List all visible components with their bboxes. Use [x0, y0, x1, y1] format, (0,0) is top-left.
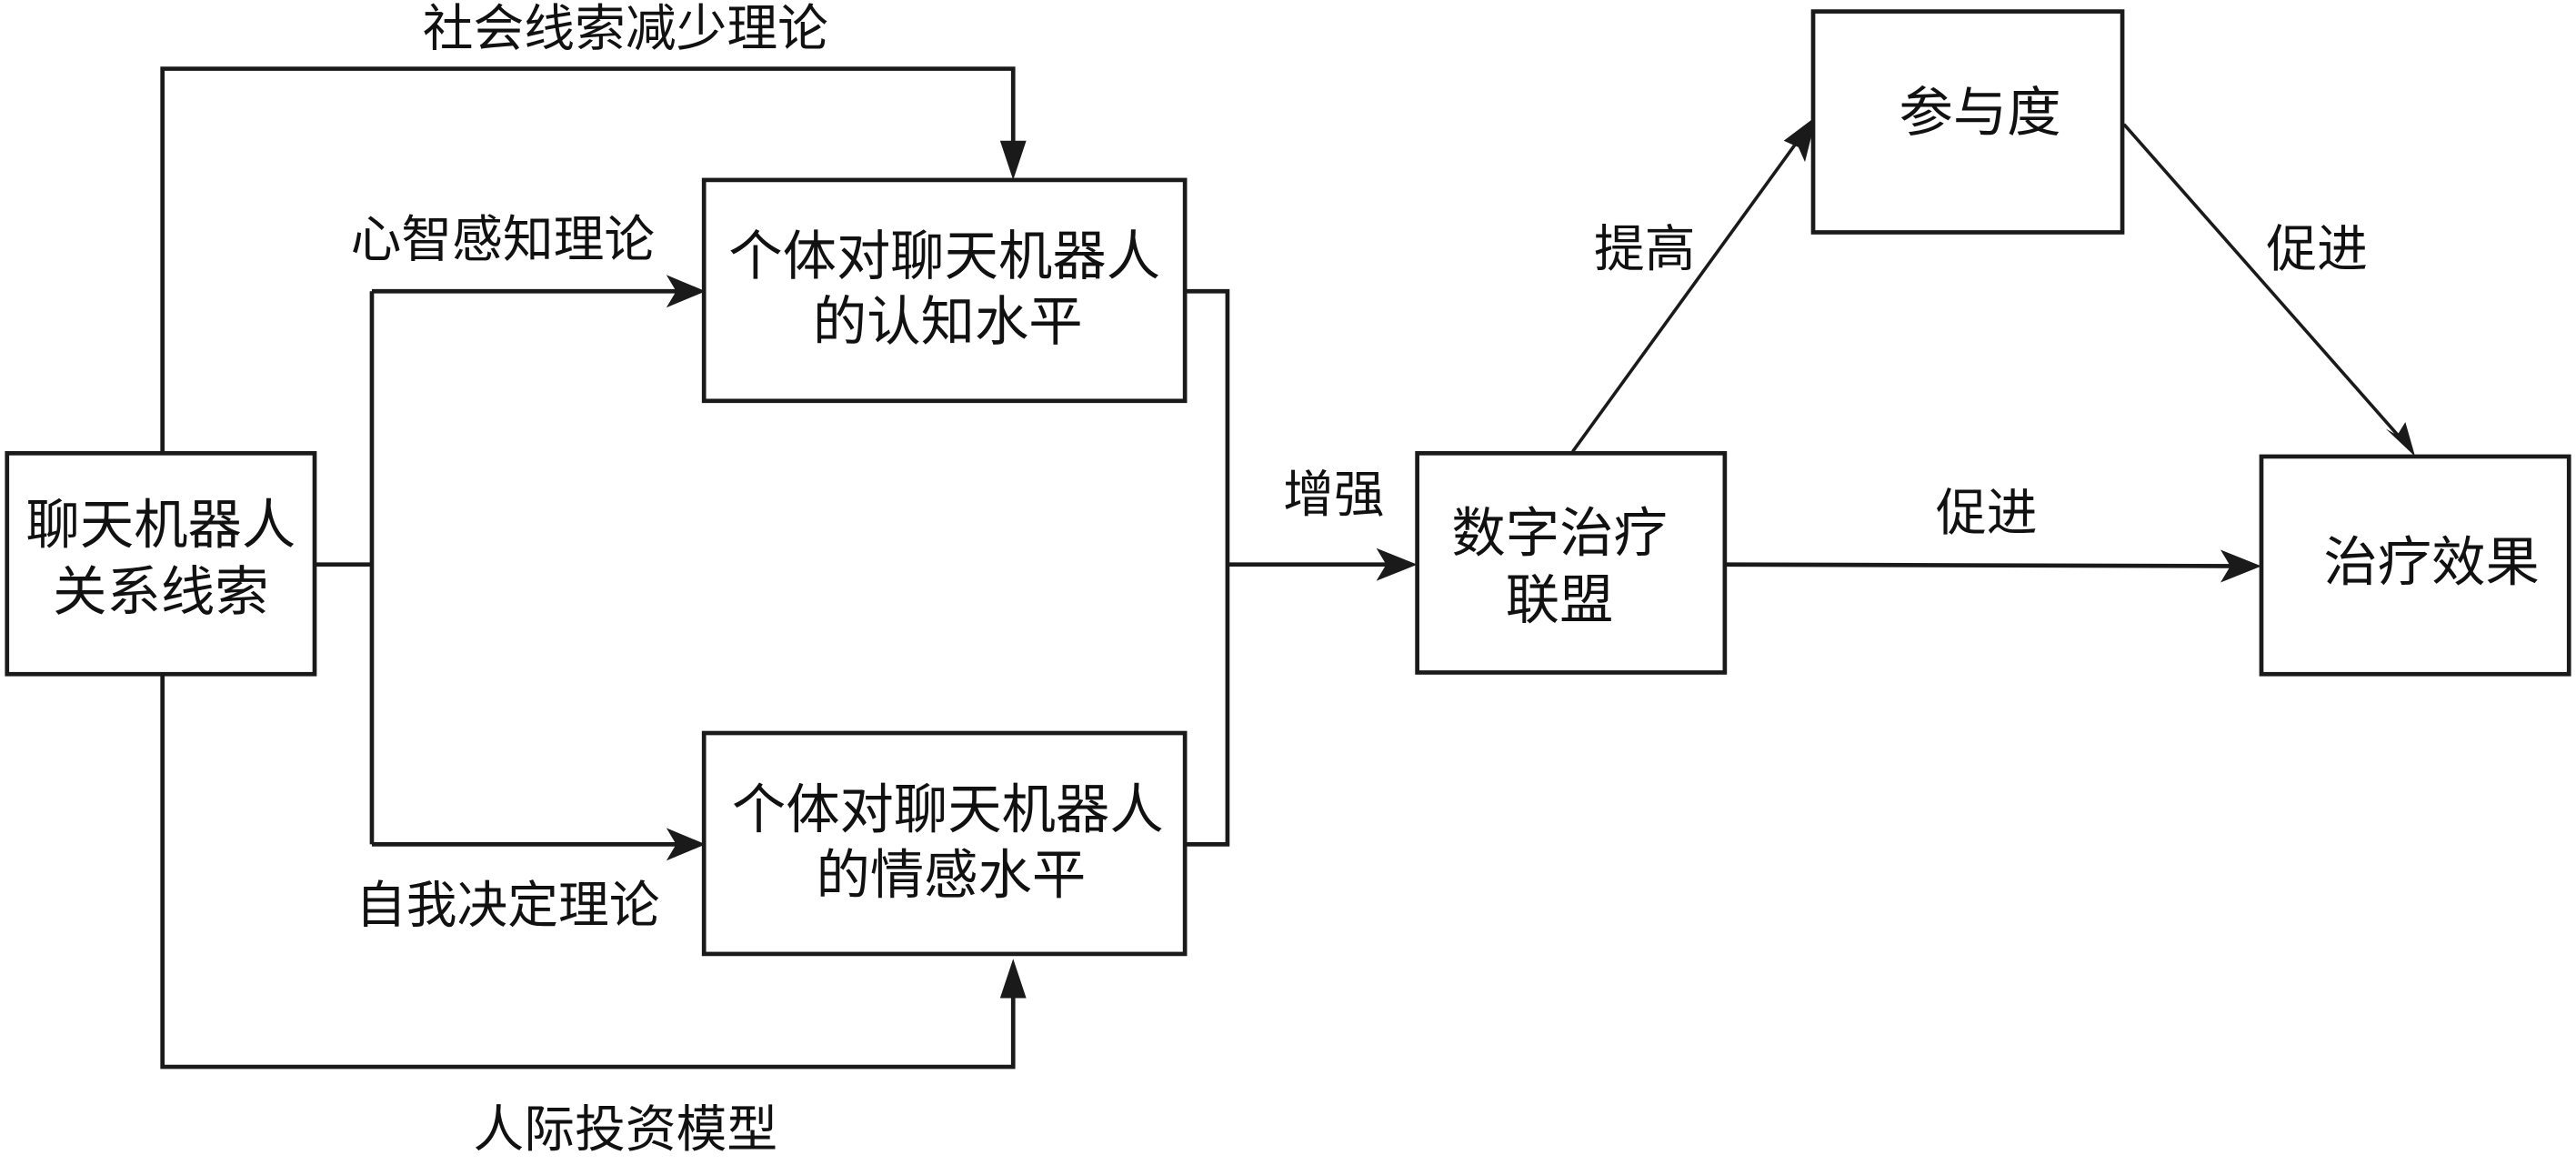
connectors — [160, 66, 2416, 1070]
label-self-determination-theory: 自我决定理论 — [356, 877, 660, 936]
node-cognition-level-line2: 的认知水平 — [813, 291, 1083, 354]
node-treatment-outcome-label: 治疗效果 — [2323, 532, 2539, 595]
node-cognition-level-line1: 个体对聊天机器人 — [728, 226, 1160, 288]
arrowhead-promote-direct — [2220, 549, 2261, 583]
node-relationship-cues-line2: 关系线索 — [53, 561, 268, 624]
label-mind-perception-theory: 心智感知理论 — [351, 210, 656, 269]
label-promote-engagement: 促进 — [2266, 220, 2368, 279]
edge-social-cues — [160, 66, 1016, 454]
node-digital-alliance: 数字治疗 联盟 — [1415, 451, 1728, 675]
edge-interpersonal-investment — [160, 674, 1016, 1070]
label-interpersonal-investment-model: 人际投资模型 — [474, 1100, 778, 1160]
edge-merge-cognition — [1185, 288, 1230, 847]
arrowhead-promote-engagement — [2385, 422, 2416, 457]
node-emotion-level: 个体对聊天机器人 的情感水平 — [701, 730, 1188, 957]
node-treatment-outcome: 治疗效果 — [2259, 454, 2571, 677]
node-engagement-label: 参与度 — [1899, 82, 2061, 145]
label-social-cues-theory: 社会线索减少理论 — [423, 0, 828, 58]
arrowhead-self-determination — [666, 828, 706, 861]
node-relationship-cues: 聊天机器人 关系线索 — [5, 451, 317, 677]
arrowhead-improve — [1783, 115, 1817, 163]
arrowhead-mind-perception — [666, 275, 706, 308]
node-engagement: 参与度 — [1810, 9, 2125, 235]
edge-promote-direct — [1724, 562, 2244, 568]
node-digital-alliance-line2: 联盟 — [1506, 569, 1614, 632]
arrowhead-interpersonal-investment — [999, 959, 1027, 999]
node-emotion-level-line1: 个体对聊天机器人 — [732, 778, 1164, 841]
arrowhead-social-cues — [999, 140, 1027, 180]
label-improve: 提高 — [1594, 220, 1696, 279]
label-promote-direct: 促进 — [1936, 484, 2038, 543]
edge-improve — [1571, 129, 1807, 453]
node-relationship-cues-line1: 聊天机器人 — [25, 494, 296, 557]
arrowhead-enhance — [1376, 547, 1418, 581]
node-emotion-level-line2: 的情感水平 — [816, 844, 1086, 907]
node-cognition-level: 个体对聊天机器人 的认知水平 — [701, 177, 1188, 404]
node-digital-alliance-line1: 数字治疗 — [1451, 502, 1667, 565]
edge-promote-engagement — [2122, 123, 2405, 443]
label-enhance: 增强 — [1283, 466, 1385, 525]
